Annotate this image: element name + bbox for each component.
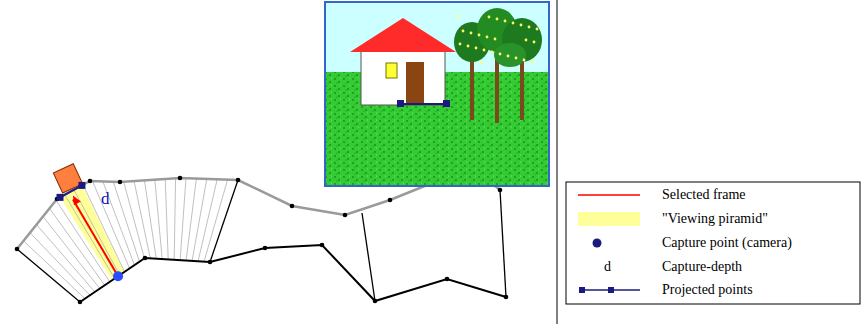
- vertex: [504, 295, 509, 300]
- vertex: [320, 243, 325, 248]
- fruit-dot: [496, 18, 499, 21]
- fruit-dot: [467, 45, 470, 48]
- frame-line: [134, 181, 150, 258]
- arrowhead: [73, 195, 81, 205]
- cross-section: [362, 213, 375, 301]
- cross-section: [210, 180, 238, 262]
- inset-picture: [325, 2, 549, 186]
- fruit-dot: [531, 61, 534, 64]
- projected-point: [56, 194, 63, 201]
- fruit-dot: [504, 20, 507, 23]
- fruit-dot: [470, 32, 473, 35]
- fruit-dot: [515, 57, 518, 60]
- fruit-dot: [491, 51, 494, 54]
- legend-swatch: [578, 212, 640, 226]
- vertex: [178, 176, 183, 181]
- frame-line: [192, 179, 207, 261]
- fruit-dot: [507, 55, 510, 58]
- legend-line-sample: [578, 194, 640, 196]
- vertex: [143, 256, 148, 261]
- legend-text: Projected points: [662, 283, 753, 297]
- fruit-dot: [525, 39, 528, 42]
- capture-point: [113, 271, 123, 281]
- legend-text: Capture point (camera): [662, 236, 792, 250]
- fruit-dot: [512, 22, 515, 25]
- fruit-dot: [462, 30, 465, 33]
- fruit-dot: [475, 47, 478, 50]
- cross-section: [17, 249, 80, 302]
- frame-line: [50, 208, 105, 285]
- fruit-dot: [499, 53, 502, 56]
- vertex: [78, 300, 83, 305]
- fruit-dot: [528, 26, 531, 29]
- legend-text: Selected frame: [662, 188, 746, 202]
- selected-frame: [73, 199, 118, 276]
- frame-line: [180, 178, 186, 260]
- legend-box: [566, 182, 860, 304]
- fruit-dot: [459, 43, 462, 46]
- legend-dot-sample: [593, 239, 602, 248]
- frame-line: [65, 195, 115, 279]
- frame-line: [155, 180, 162, 259]
- legend-text: "Viewing piramid": [662, 212, 768, 226]
- vertex: [15, 247, 20, 252]
- fruit-dot: [533, 41, 536, 44]
- frame-line: [165, 179, 168, 259]
- cross-section: [500, 190, 506, 297]
- vertex: [118, 180, 123, 185]
- fruit-dot: [520, 24, 523, 27]
- separator: [557, 0, 558, 324]
- frame-line: [113, 182, 139, 262]
- vertex: [290, 204, 295, 209]
- legend-symbol: d: [604, 260, 611, 274]
- projected-point: [78, 182, 85, 189]
- vertex: [373, 299, 378, 304]
- fruit-dot: [457, 15, 460, 18]
- frame-line: [124, 182, 145, 259]
- frame-line: [174, 178, 175, 260]
- vertex: [88, 179, 93, 184]
- vertex: [388, 198, 393, 203]
- trees: [454, 8, 542, 123]
- vertex: [343, 213, 348, 218]
- fruit-dot: [478, 34, 481, 37]
- camera-symbol: [53, 164, 82, 193]
- frame-line: [186, 179, 196, 261]
- dimension-label: d: [101, 190, 110, 207]
- frame-line: [92, 181, 129, 268]
- legend-text: Capture-depth: [662, 260, 742, 274]
- fruit-dot: [488, 16, 491, 19]
- frame-line: [37, 225, 95, 292]
- fruit-dot: [523, 59, 526, 62]
- vertex: [498, 188, 503, 193]
- fruit-dot: [536, 28, 539, 31]
- fruit-dot: [483, 49, 486, 52]
- legend-square: [608, 287, 614, 293]
- vertex: [208, 260, 213, 265]
- fruit-dot: [486, 36, 489, 39]
- road-bottom-edge: [80, 245, 506, 302]
- vertex: [236, 178, 241, 183]
- fruit-dot: [494, 38, 497, 41]
- vertex: [445, 277, 450, 282]
- legend-square: [579, 287, 585, 293]
- vertex: [263, 246, 268, 251]
- frame-line: [74, 190, 120, 275]
- fruit-dot: [480, 62, 483, 65]
- frame-line: [144, 180, 156, 258]
